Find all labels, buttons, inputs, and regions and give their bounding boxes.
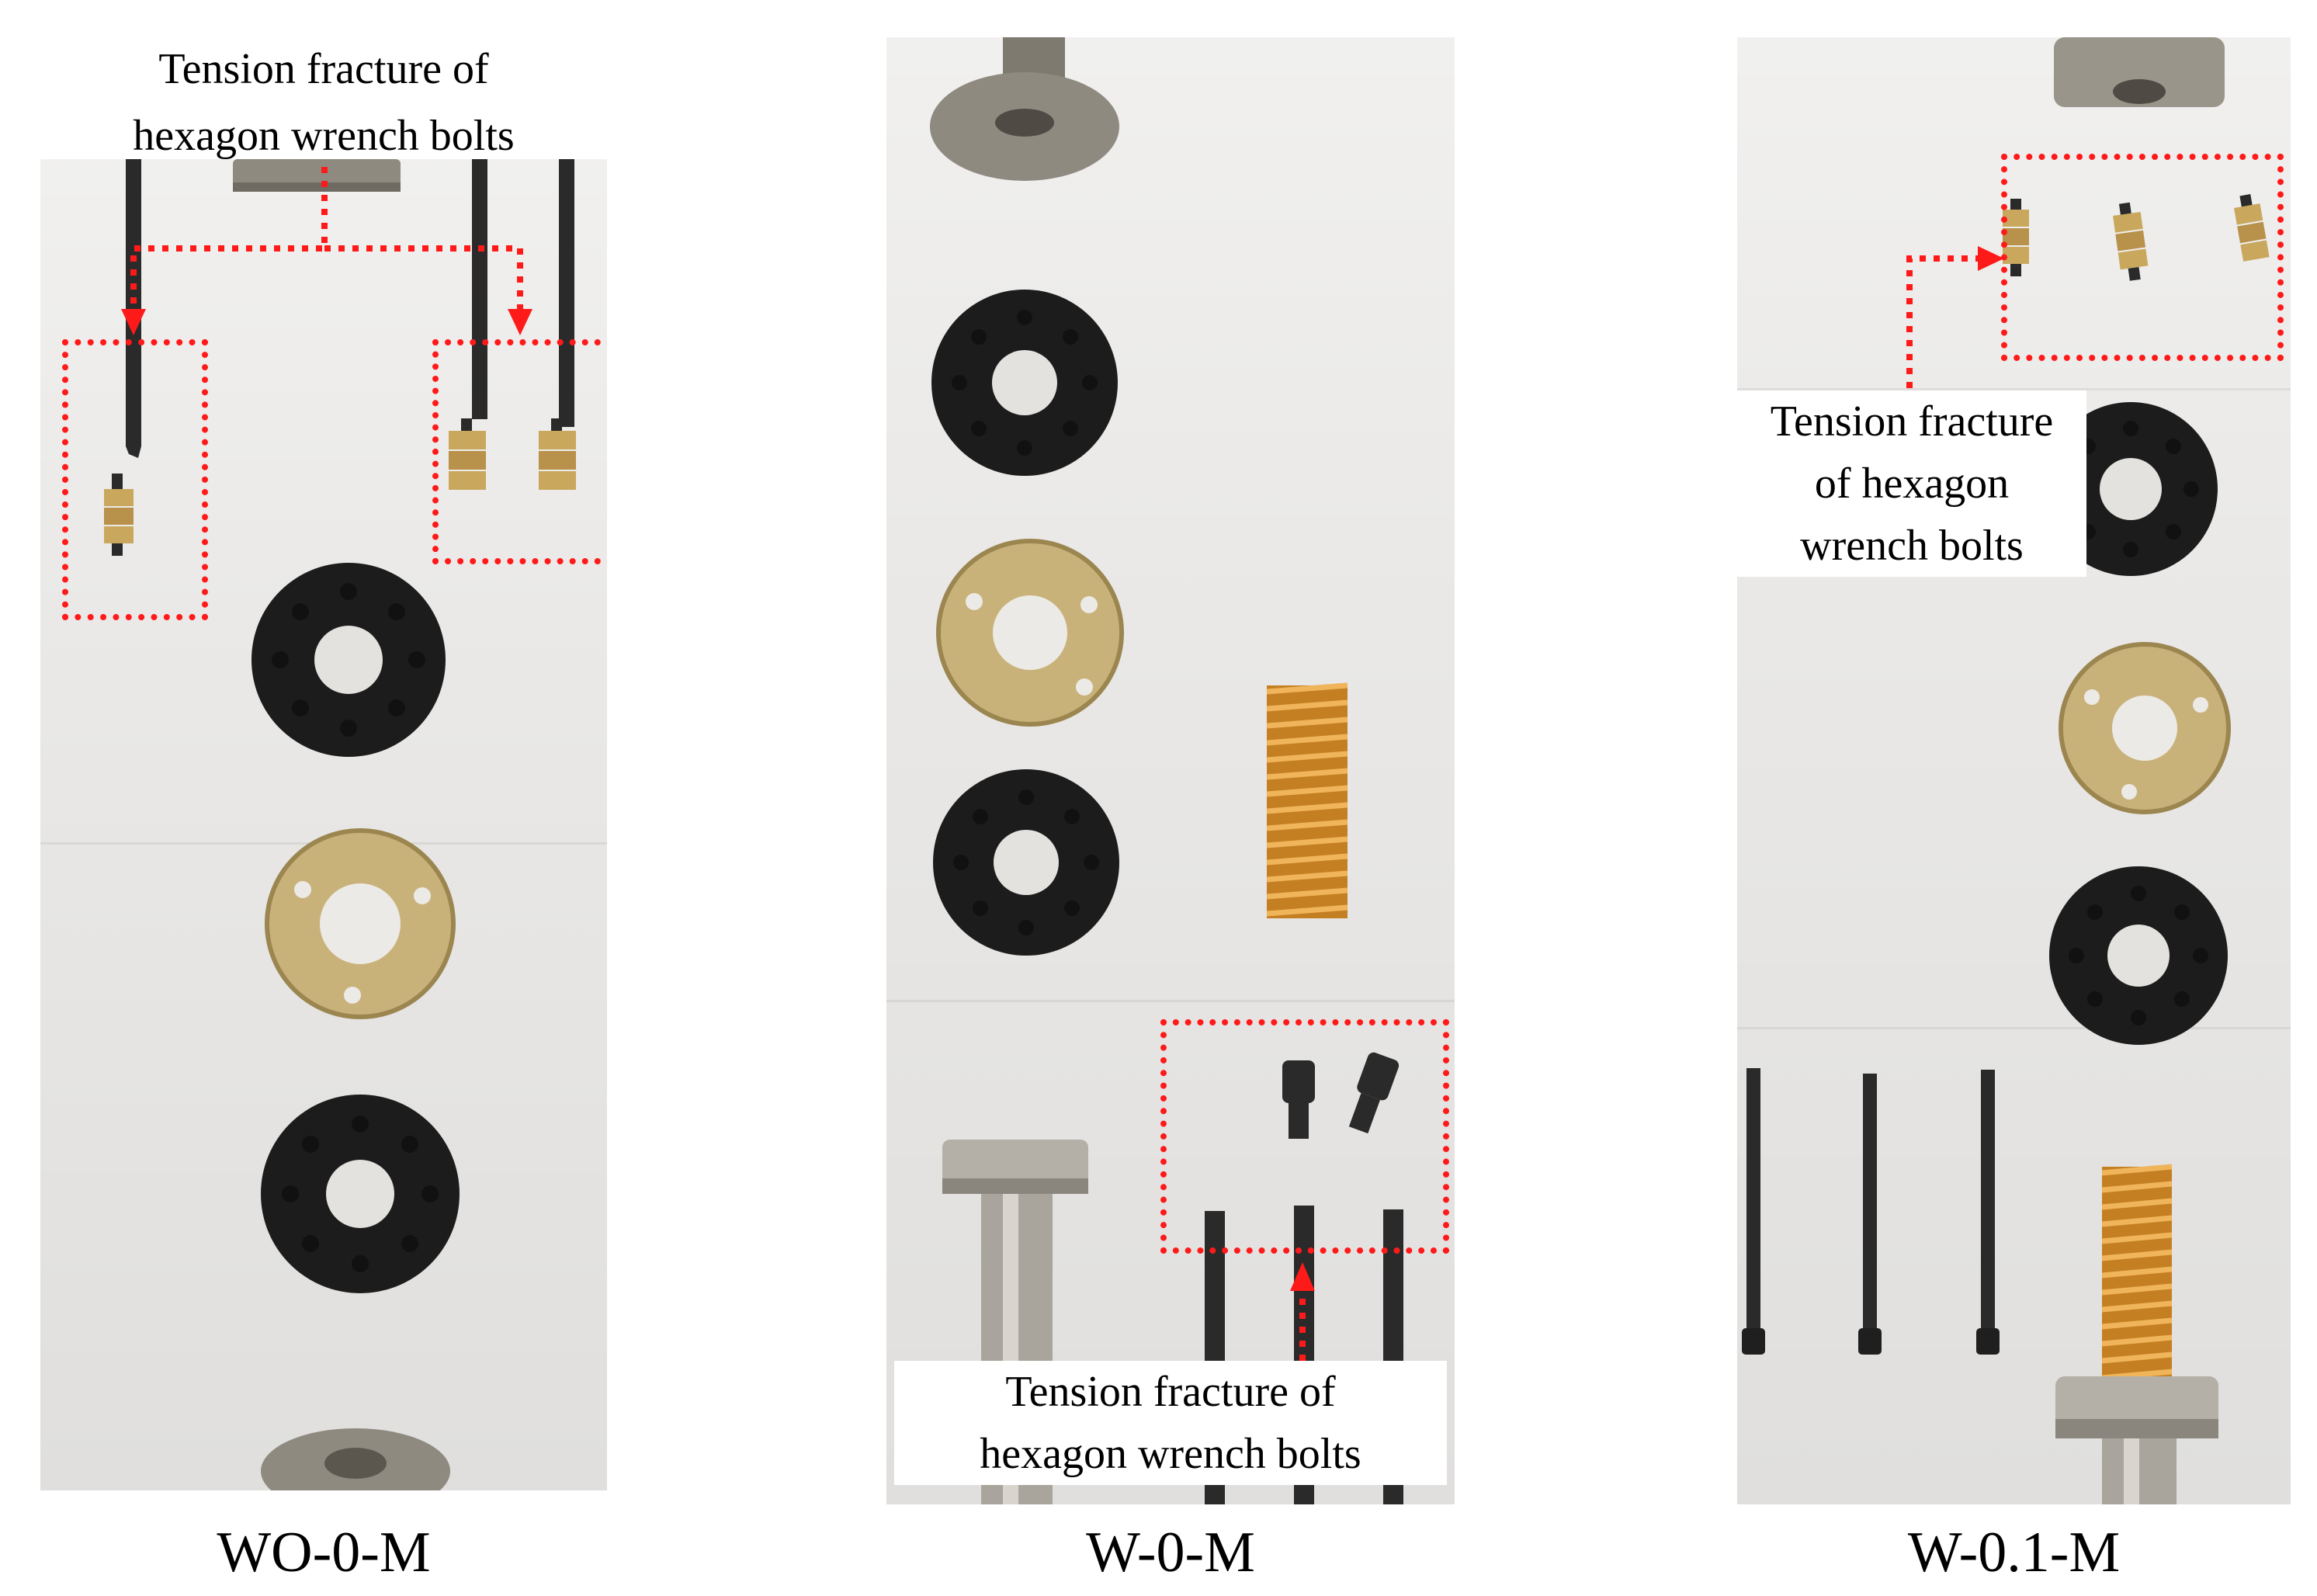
photo-panel-w-0-m: Tension fracture of hexagon wrench bolts (886, 37, 1455, 1504)
photo-panel-w-0-1-m: Tension fracture of hexagon wrench bolts (1737, 37, 2291, 1504)
parts-illustration (1742, 37, 2270, 1504)
fracture-highlight-box (1160, 1019, 1449, 1254)
panel-caption: WO-0-M (217, 1521, 431, 1584)
annotation-label-line: Tension fracture of (1005, 1368, 1336, 1416)
annotation-label-line: of hexagon (1814, 460, 2010, 508)
annotation-label: Tension fracture of hexagon wrench bolts (894, 1361, 1447, 1485)
panel-caption: W-0-M (1086, 1521, 1255, 1584)
annotation-label-line: Tension fracture of (158, 45, 489, 93)
parts-illustration (104, 159, 576, 1490)
panel-caption: W-0.1-M (1907, 1521, 2121, 1584)
annotation-label-line: wrench bolts (1800, 522, 2024, 570)
annotation-label: Tension fracture of hexagon wrench bolts (40, 36, 607, 169)
annotation-label: Tension fracture of hexagon wrench bolts (1737, 390, 2086, 577)
fracture-highlight-box (432, 339, 607, 564)
fracture-highlight-box (2001, 154, 2284, 361)
annotation-label-line: Tension fracture (1770, 397, 2054, 446)
leader-arrow (1906, 246, 2004, 388)
annotation-label-line: hexagon wrench bolts (980, 1430, 1361, 1478)
photo-panel-wo-0-m (40, 159, 607, 1490)
paper-fold (1737, 1027, 2291, 1029)
paper-fold (1737, 388, 2291, 390)
paper-fold (886, 1000, 1455, 1002)
leader-arrow (1290, 1262, 1315, 1361)
annotation-label-line: hexagon wrench bolts (133, 112, 515, 160)
fracture-highlight-box (62, 339, 208, 620)
